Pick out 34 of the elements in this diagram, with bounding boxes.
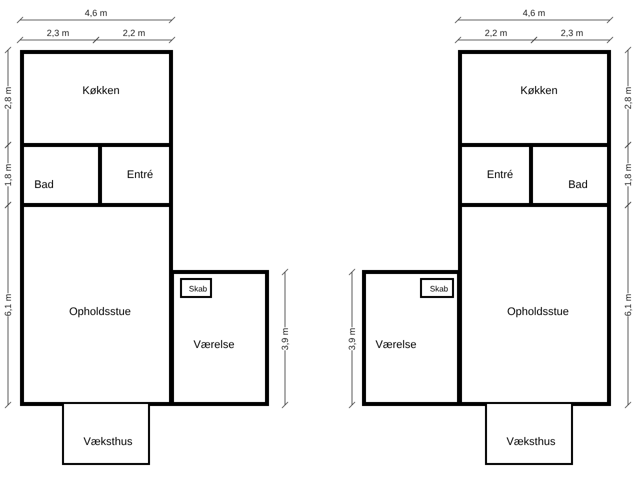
room-outline: [180, 278, 212, 298]
dimension-label: 1,8 m: [3, 164, 13, 186]
room-outline: [485, 402, 573, 465]
dimension-label: 3,9 m: [347, 327, 357, 350]
dimension-label: 4,6 m: [522, 8, 546, 18]
room-outline: [62, 402, 150, 465]
room-label: Opholdsstue: [69, 306, 131, 318]
room-label: Køkken: [520, 85, 558, 97]
room-label: Køkken: [82, 85, 120, 97]
dimension-label: 2,8 m: [623, 86, 633, 109]
dimension-label: 1,8 m: [623, 164, 633, 186]
dimension-label: 2,2 m: [122, 28, 146, 38]
room-label: Entré: [126, 169, 154, 181]
dimension-label: 2,8 m: [3, 86, 13, 109]
room-label: Værelse: [194, 339, 234, 351]
room-label: Skab: [430, 284, 448, 294]
dimension-label: 3,9 m: [280, 327, 290, 350]
room-label: Skab: [188, 284, 208, 294]
room-label: Væksthus: [84, 436, 132, 448]
dimension-label: 2,3 m: [46, 28, 70, 38]
room-label: Værelse: [376, 339, 416, 351]
room-label: Entré: [486, 169, 514, 181]
dimension-label: 6,1 m: [623, 294, 633, 316]
dimension-label: 2,2 m: [484, 28, 508, 38]
room-outline: [420, 278, 454, 298]
room-label: Bad: [568, 179, 588, 191]
room-label: Opholdsstue: [507, 306, 569, 318]
room-label: Bad: [34, 179, 54, 191]
dimension-label: 6,1 m: [3, 294, 13, 316]
room-outline: [362, 270, 461, 406]
dimension-label: 4,6 m: [84, 8, 108, 18]
room-outline: [170, 270, 269, 406]
dimension-label: 2,3 m: [560, 28, 584, 38]
room-label: Væksthus: [506, 436, 556, 448]
